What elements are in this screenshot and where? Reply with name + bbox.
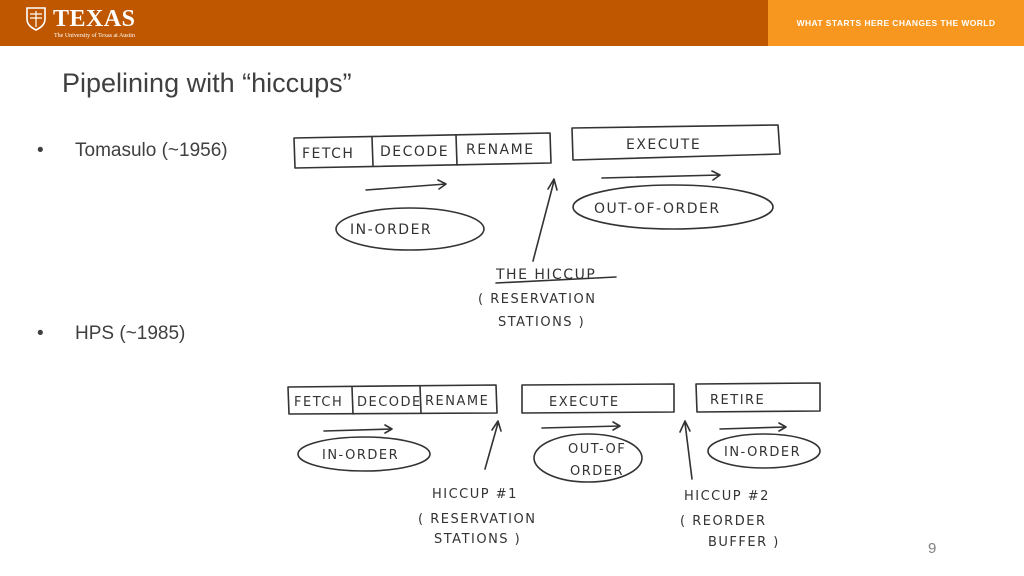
- logo-wordmark: TEXAS: [53, 6, 136, 32]
- logo-subtitle: The University of Texas at Austin: [54, 33, 135, 39]
- stage-divider: [455, 134, 458, 166]
- slide-title: Pipelining with “hiccups”: [62, 68, 352, 98]
- in-order-oval: [335, 207, 485, 251]
- tagline-box: WHAT STARTS HERE CHANGES THE WORLD: [768, 0, 1024, 46]
- hiccup1-line2: STATIONS ): [434, 532, 521, 547]
- label-out-of-order: OUT-OF-ORDER: [594, 201, 721, 217]
- label-out-of-order-1: OUT-OF: [568, 442, 626, 457]
- hiccup1-line1: ( RESERVATION: [418, 512, 536, 527]
- header-banner: TEXAS The University of Texas at Austin …: [0, 0, 1024, 46]
- in-order-arrow: [365, 179, 447, 191]
- stage-execute: EXECUTE: [549, 395, 620, 410]
- in-order-oval: [297, 436, 431, 472]
- hiccup2-title: HICCUP #2: [684, 489, 770, 504]
- hiccup2-arrow: [679, 420, 693, 480]
- stage-decode: DECODE: [380, 144, 449, 160]
- stage-retire: RETIRE: [710, 393, 765, 408]
- hiccup1-title: HICCUP #1: [432, 487, 518, 502]
- label-in-order: IN-ORDER: [350, 222, 432, 238]
- stage-fetch: FETCH: [294, 395, 343, 410]
- execute-box: [571, 124, 781, 161]
- out-of-order-arrow: [541, 421, 621, 431]
- out-of-order-oval: [572, 184, 774, 230]
- page-number: 9: [928, 540, 937, 557]
- label-in-order-1: IN-ORDER: [322, 448, 399, 463]
- label-in-order-2: IN-ORDER: [724, 445, 801, 460]
- shield-icon: [26, 7, 46, 31]
- frontend-stages-box: [293, 132, 552, 169]
- stage-rename: RENAME: [466, 142, 535, 158]
- hps-pipeline-sketch: FETCH DECODE RENAME EXECUTE RETIRE IN-OR…: [272, 357, 832, 557]
- stage-divider: [351, 386, 354, 415]
- tomasulo-pipeline-sketch: FETCH DECODE RENAME EXECUTE IN-ORDER OUT…: [288, 117, 790, 339]
- hiccup-underline: [495, 276, 617, 284]
- stage-divider: [419, 385, 422, 414]
- hiccup2-line2: BUFFER ): [708, 535, 780, 550]
- in-order-arrow: [323, 424, 393, 434]
- hiccup1-arrow: [484, 420, 502, 470]
- hiccup2-line1: ( REORDER: [680, 514, 766, 529]
- stage-execute: EXECUTE: [626, 137, 701, 153]
- bullet-text: Tomasulo (~1956): [75, 140, 228, 161]
- stage-fetch: FETCH: [302, 146, 354, 162]
- out-of-order-arrow: [601, 170, 721, 181]
- bullet-text: HPS (~1985): [75, 323, 186, 344]
- tagline: WHAT STARTS HERE CHANGES THE WORLD: [796, 18, 996, 28]
- frontend-stages-box: [287, 384, 498, 415]
- in-order-oval: [707, 433, 821, 469]
- stage-rename: RENAME: [425, 394, 489, 409]
- bullet-marker: •: [37, 323, 44, 344]
- in-order-arrow: [719, 422, 787, 432]
- hiccup-line1: ( RESERVATION: [478, 292, 596, 307]
- stage-divider: [371, 136, 374, 167]
- stage-decode: DECODE: [357, 395, 422, 410]
- hiccup-arrow: [532, 178, 558, 262]
- label-out-of-order-2: ORDER: [570, 464, 624, 479]
- execute-box: [521, 383, 675, 414]
- hiccup-line2: STATIONS ): [498, 315, 585, 330]
- bullet-marker: •: [37, 140, 44, 161]
- retire-box: [695, 382, 821, 413]
- out-of-order-oval: [533, 433, 643, 483]
